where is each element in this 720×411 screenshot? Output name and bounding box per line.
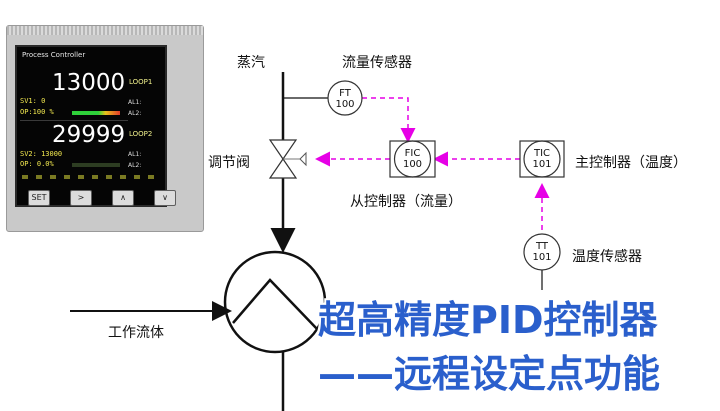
sv1-display: SV1: 0 (20, 97, 46, 105)
sv2-display: SV2: 13000 (20, 150, 63, 158)
pv1-display: 13000 (52, 70, 126, 96)
tic-bubble (523, 140, 561, 178)
valve-actuator (299, 151, 307, 167)
ft-to-fic-signal (362, 97, 416, 143)
steam-label: 蒸汽 (237, 55, 265, 71)
loop2-label: LOOP2 (129, 130, 153, 138)
op1-display: OP:100 % (20, 108, 54, 116)
screen-title: Process Controller (22, 51, 86, 59)
controller-screen (15, 45, 167, 207)
valve-bottom (268, 157, 298, 179)
al2-label: AL2: (128, 110, 142, 117)
set-button[interactable]: SET (28, 190, 50, 206)
tt-bubble (523, 233, 561, 271)
led-indicator (148, 175, 154, 179)
led-indicator (22, 175, 28, 179)
led-indicator (50, 175, 56, 179)
exchanger-coil (232, 278, 319, 331)
device-vent (7, 26, 203, 35)
slave-controller-label: 从控制器（流量） (350, 194, 462, 210)
led-indicator (78, 175, 84, 179)
loop1-label: LOOP1 (129, 78, 153, 86)
al2b-label: AL2: (128, 162, 142, 169)
fic-box (389, 140, 436, 178)
led-row (22, 175, 154, 179)
ft-bubble (327, 80, 363, 116)
fic-bubble (393, 140, 432, 178)
led-indicator (64, 175, 70, 179)
heat-exchanger (223, 250, 327, 354)
led-indicator (36, 175, 42, 179)
up-button[interactable]: ∧ (112, 190, 134, 206)
op2-bar (72, 163, 120, 167)
led-indicator (106, 175, 112, 179)
pv2-display: 29999 (52, 122, 126, 148)
temp-sensor-label: 温度传感器 (572, 249, 642, 265)
screen-divider (20, 120, 128, 121)
led-indicator (134, 175, 140, 179)
valve-top (268, 139, 298, 161)
headline-line1: 超高精度PID控制器 (318, 298, 658, 342)
al1b-label: AL1: (128, 151, 142, 158)
led-indicator (92, 175, 98, 179)
al1-label: AL1: (128, 99, 142, 106)
tic-box (519, 140, 565, 178)
device-button-row: SET > ∧ ∨ (28, 190, 176, 206)
control-valve-label: 调节阀 (208, 155, 250, 171)
master-controller-label: 主控制器（温度） (575, 155, 687, 171)
led-indicator (120, 175, 126, 179)
op2-display: OP: 0.0% (20, 160, 54, 168)
flow-sensor-label: 流量传感器 (342, 55, 412, 71)
down-button[interactable]: ∨ (154, 190, 176, 206)
working-fluid-label: 工作流体 (108, 325, 164, 341)
op1-bar (72, 111, 120, 115)
shift-button[interactable]: > (70, 190, 92, 206)
headline-line2: ——远程设定点功能 (318, 352, 661, 396)
